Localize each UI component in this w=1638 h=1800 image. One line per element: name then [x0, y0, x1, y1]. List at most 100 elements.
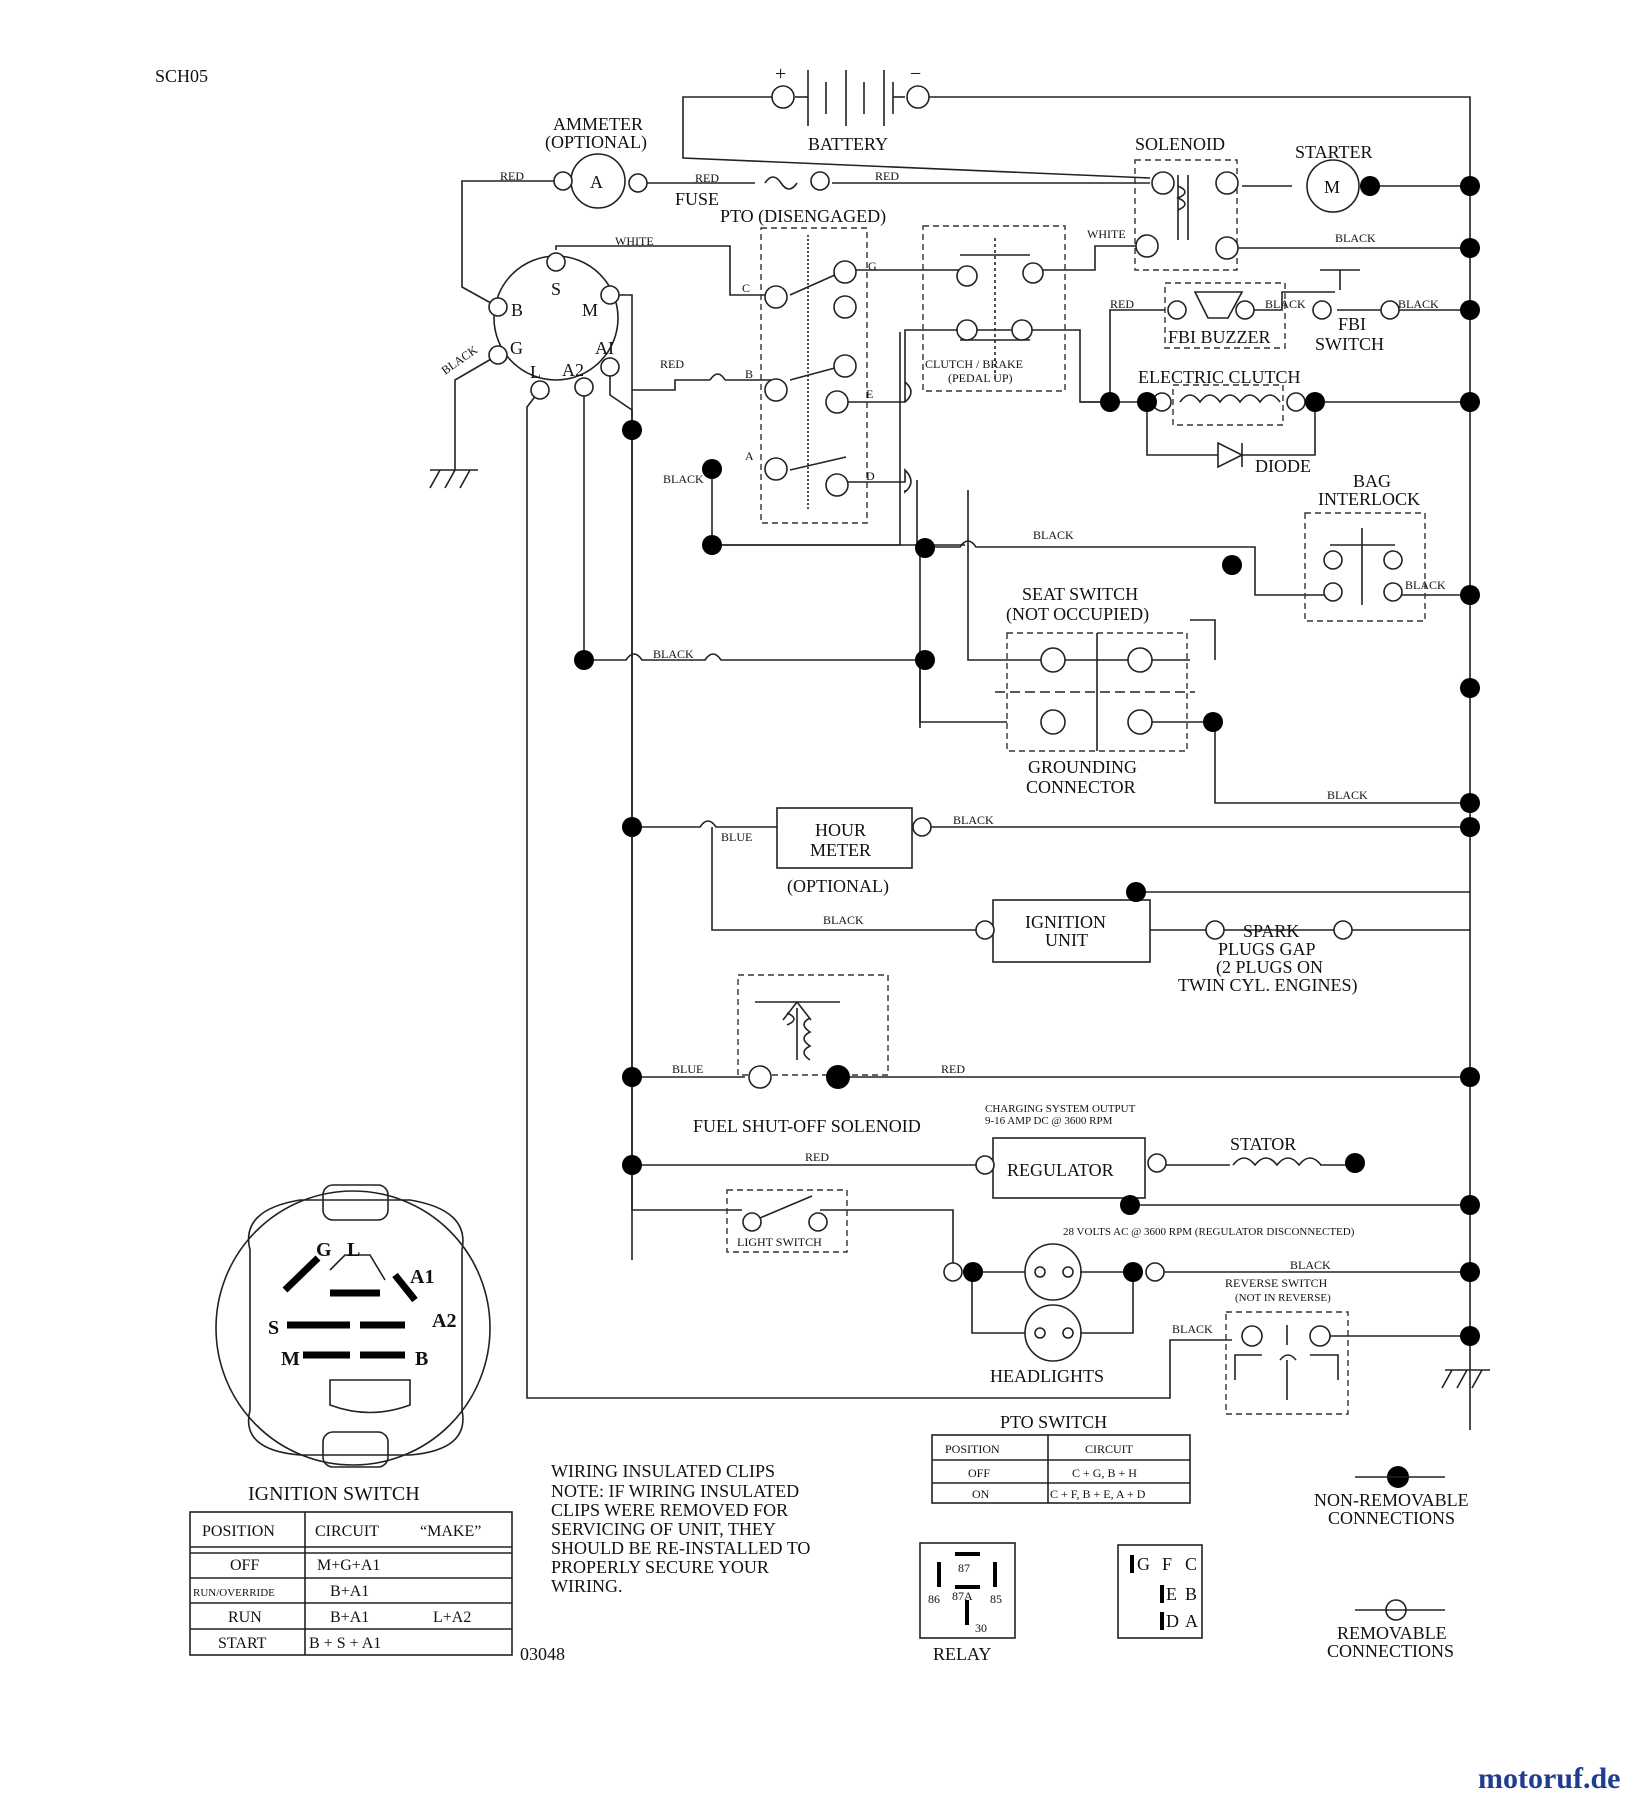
non-removable-connections [574, 176, 1480, 1488]
ign-lbl-G: G [316, 1239, 332, 1261]
seat-switch-label-2: (NOT OCCUPIED) [1006, 604, 1149, 625]
svg-text:BLACK: BLACK [1327, 788, 1368, 802]
svg-text:RED: RED [805, 1150, 829, 1164]
svg-text:PROPERLY SECURE YOUR: PROPERLY SECURE YOUR [551, 1557, 769, 1577]
svg-text:86: 86 [928, 1592, 940, 1606]
svg-text:POSITION: POSITION [202, 1523, 275, 1540]
wires [429, 70, 1490, 1430]
svg-text:B: B [1185, 1584, 1197, 1604]
ignition-switch-title: IGNITION SWITCH [248, 1483, 420, 1505]
svg-text:AI: AI [595, 338, 614, 358]
headlight-1 [1024, 1243, 1082, 1301]
svg-text:A: A [745, 449, 754, 463]
fbi-buzzer-label: FBI BUZZER [1168, 327, 1271, 347]
reverse-switch-box [1225, 1311, 1349, 1415]
svg-text:RED: RED [875, 169, 899, 183]
ign-lbl-L: L [347, 1239, 360, 1261]
svg-text:87: 87 [958, 1561, 970, 1575]
removable-connections [488, 85, 1407, 1621]
svg-text:CLIPS WERE REMOVED FOR: CLIPS WERE REMOVED FOR [551, 1500, 788, 1520]
legend-nonremovable-2: CONNECTIONS [1328, 1508, 1455, 1528]
svg-text:CIRCUIT: CIRCUIT [315, 1523, 379, 1540]
solenoid-label: SOLENOID [1135, 134, 1225, 154]
svg-text:BLACK: BLACK [1405, 578, 1446, 592]
svg-text:POSITION: POSITION [945, 1442, 1000, 1456]
starter-label: STARTER [1295, 142, 1372, 162]
ign-lbl-M: M [281, 1348, 300, 1370]
legend [1355, 1476, 1445, 1611]
light-switch-label: LIGHT SWITCH [737, 1235, 822, 1249]
legend-removable-2: CONNECTIONS [1327, 1641, 1454, 1661]
charging-label-1: CHARGING SYSTEM OUTPUT [985, 1103, 1136, 1115]
fuel-solenoid-box [737, 974, 889, 1076]
svg-text:L: L [530, 362, 541, 382]
svg-text:BLACK: BLACK [663, 472, 704, 486]
page-code: SCH05 [155, 66, 208, 86]
svg-text:B: B [745, 367, 753, 381]
bag-interlock-label-1: BAG [1353, 471, 1391, 491]
svg-text:E: E [866, 387, 873, 401]
svg-text:D: D [1166, 1611, 1179, 1631]
svg-text:BLACK: BLACK [1290, 1258, 1331, 1272]
svg-text:BLACK: BLACK [439, 342, 481, 377]
reverse-switch-label-2: (NOT IN REVERSE) [1235, 1292, 1331, 1304]
fbi-switch-label-2: SWITCH [1315, 334, 1384, 354]
svg-text:30: 30 [975, 1621, 987, 1635]
svg-text:G: G [1137, 1554, 1150, 1574]
svg-text:A2: A2 [562, 360, 584, 380]
svg-text:85: 85 [990, 1592, 1002, 1606]
clutch-brake-box [922, 225, 1066, 392]
stator-label: STATOR [1230, 1134, 1296, 1154]
svg-text:BLACK: BLACK [1265, 297, 1306, 311]
electric-clutch-box [1172, 384, 1284, 426]
svg-text:87A: 87A [952, 1589, 973, 1603]
relay-symbol [919, 1542, 1016, 1639]
component-labels: + − BATTERY AMMETER (OPTIONAL) FUSE PTO … [545, 63, 1420, 1386]
battery-pos: + [775, 63, 786, 85]
headlights-label: HEADLIGHTS [990, 1366, 1104, 1386]
pedal-up-label: (PEDAL UP) [948, 371, 1013, 385]
svg-text:WIRING INSULATED CLIPS: WIRING INSULATED CLIPS [551, 1461, 775, 1481]
svg-text:BLACK: BLACK [653, 647, 694, 661]
terminal-labels: S B M G AI L A2 C G B E A D [510, 259, 877, 483]
svg-text:BLACK: BLACK [1335, 231, 1376, 245]
svg-text:BLACK: BLACK [1033, 528, 1074, 542]
svg-text:START: START [218, 1635, 267, 1652]
battery-label: BATTERY [808, 134, 888, 154]
fuse-label: FUSE [675, 189, 719, 209]
svg-text:BLUE: BLUE [721, 830, 752, 844]
svg-text:C: C [742, 281, 750, 295]
hour-meter-label-2: METER [810, 840, 871, 860]
wiring-note: WIRING INSULATED CLIPS NOTE: IF WIRING I… [551, 1461, 810, 1596]
spark-label-1: SPARK [1243, 921, 1299, 941]
svg-text:BLACK: BLACK [823, 913, 864, 927]
svg-text:L+A2: L+A2 [433, 1609, 471, 1626]
legend-nonremovable-1: NON-REMOVABLE [1314, 1490, 1469, 1510]
spark-label-4: TWIN CYL. ENGINES) [1178, 975, 1357, 996]
svg-text:A: A [1185, 1611, 1198, 1631]
svg-text:D: D [866, 469, 875, 483]
grounding-label-1: GROUNDING [1028, 757, 1137, 777]
ignition-unit-label-1: IGNITION [1025, 912, 1106, 932]
svg-text:NOTE: IF WIRING INSULATED: NOTE: IF WIRING INSULATED [551, 1481, 799, 1501]
svg-text:WHITE: WHITE [1087, 227, 1126, 241]
drawing-number: 03048 [520, 1644, 565, 1664]
svg-text:M: M [582, 300, 598, 320]
svg-text:BLACK: BLACK [953, 813, 994, 827]
ignition-table [189, 1511, 513, 1656]
regulator-label: REGULATOR [1007, 1160, 1114, 1180]
relay-title: RELAY [933, 1644, 991, 1664]
ignition-unit-label-2: UNIT [1045, 930, 1088, 950]
ammeter-optional: (OPTIONAL) [545, 132, 647, 153]
seat-switch-label-1: SEAT SWITCH [1022, 584, 1138, 604]
hour-meter-optional: (OPTIONAL) [787, 876, 889, 897]
ammeter-sym-label: A [590, 172, 603, 192]
svg-text:B: B [511, 300, 523, 320]
ign-lbl-B: B [415, 1348, 428, 1370]
svg-text:WHITE: WHITE [615, 234, 654, 248]
fuel-solenoid-label: FUEL SHUT-OFF SOLENOID [693, 1116, 921, 1136]
svg-text:WIRING.: WIRING. [551, 1576, 622, 1596]
diode-label: DIODE [1255, 456, 1311, 476]
svg-text:“MAKE”: “MAKE” [420, 1523, 481, 1540]
svg-text:F: F [1162, 1554, 1172, 1574]
